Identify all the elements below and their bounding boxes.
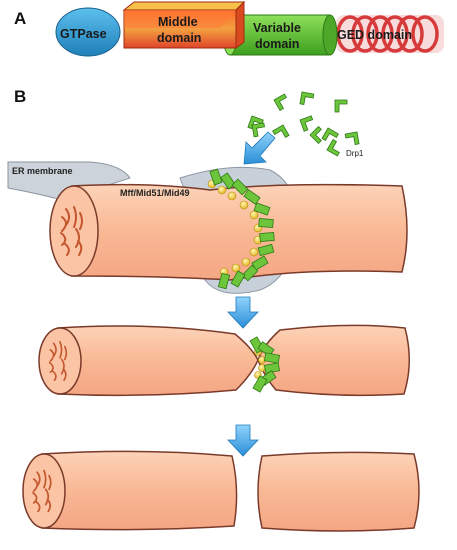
er-membrane-label: ER membrane xyxy=(12,166,73,176)
mitochondrion-intact xyxy=(49,183,408,281)
recruit-arrow xyxy=(243,131,276,165)
fission-arrow xyxy=(227,424,259,457)
constrict-arrow xyxy=(227,296,259,329)
panel-b-label: B xyxy=(14,87,26,106)
variable-domain-label-2: domain xyxy=(255,37,299,51)
gtpase-label: GTPase xyxy=(60,27,107,41)
ged-domain-label: GED domain xyxy=(337,28,412,42)
panel-a-label: A xyxy=(14,9,26,28)
middle-domain: Middle domain xyxy=(122,0,246,49)
variable-domain-label-1: Variable xyxy=(253,21,301,35)
drp1-label: Drp1 xyxy=(346,149,364,158)
middle-domain-label-2: domain xyxy=(157,31,201,45)
mitochondrion-constricting xyxy=(38,324,410,397)
drp1-ring-2 xyxy=(249,336,281,393)
drp1-ring-1 xyxy=(207,168,275,290)
adaptor-label: Mff/Mid51/Mid49 xyxy=(120,188,190,198)
middle-domain-label-1: Middle xyxy=(158,15,198,29)
daughter-mitochondrion-left xyxy=(22,450,238,531)
gtpase-domain: GTPase xyxy=(55,7,121,57)
daughter-mitochondrion-right xyxy=(257,451,420,532)
ged-domain: GED domain xyxy=(336,15,444,53)
